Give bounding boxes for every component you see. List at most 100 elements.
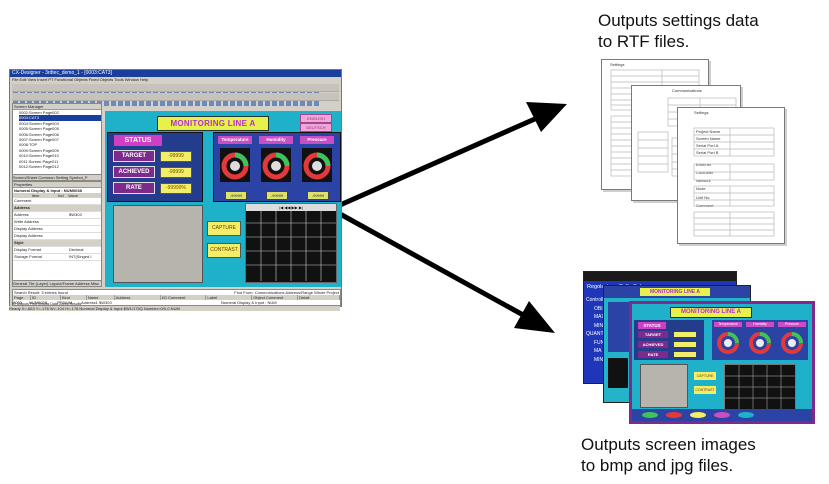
temperature-gauge-icon	[220, 148, 250, 182]
screen-list-item[interactable]: 0009:Screen Page009	[19, 147, 59, 153]
designer-toolbar-2[interactable]	[12, 93, 339, 106]
gauge-panel: Temperature Humidity Pressure	[213, 132, 341, 202]
search-header-cell[interactable]: Kind	[61, 295, 87, 300]
search-header-cell[interactable]: Name	[87, 295, 115, 300]
trend-graph-controls[interactable]: |◀ ◀◀ ▶▶ ▶|	[246, 204, 336, 211]
humidity-value[interactable]: -99999	[266, 191, 288, 200]
property-value[interactable]: $W303	[69, 212, 82, 217]
properties-tabs[interactable]: General Tile (Layer) Layout/Frame Addres…	[12, 280, 102, 287]
front-trend-grid	[725, 365, 795, 409]
pressure-value[interactable]: -99999	[307, 191, 329, 200]
search-header-cell[interactable]: I/O Comment	[161, 295, 207, 300]
deutsch-button[interactable]: DEUTSCH	[300, 123, 332, 132]
front-gauge-label-1: Temperature	[714, 322, 742, 327]
rate-value[interactable]: -99999%	[160, 183, 192, 194]
status-heading: STATUS	[114, 135, 162, 146]
property-row[interactable]: Style	[13, 240, 101, 247]
rtf-caption-line1: Outputs settings data	[598, 11, 759, 30]
screen-list-item[interactable]: 0006:Screen Page006	[19, 131, 59, 137]
left-panel-tabs[interactable]: Screen/Sheet Common Setting Symbol_P	[12, 174, 102, 181]
front-gauge-label-2: Humidity	[746, 322, 774, 327]
rtf-caption-line2: to RTF files.	[598, 32, 690, 51]
pressure-heading: Pressure	[300, 136, 334, 144]
screen-list-item[interactable]: 0008:TOP	[19, 142, 38, 148]
status-panel: STATUS TARGET -99999 ACHIEVED -99999 RAT…	[107, 132, 203, 202]
temperature-value[interactable]: -99999	[225, 191, 247, 200]
search-row-page: 0003	[13, 300, 22, 305]
screen-image-middle-grid	[608, 358, 628, 388]
bottom-tabs[interactable]: IO Outputs Find Results Data Check Resul…	[12, 302, 82, 306]
trend-grid	[246, 211, 336, 281]
arrow-to-rtf-head	[526, 102, 567, 132]
front-status-heading: STATUS	[638, 322, 666, 329]
front-gauge-panel: Temperature Humidity Pressure	[712, 320, 808, 360]
properties-header: Item Ind Value	[13, 193, 101, 198]
search-result-row[interactable]: 0003 NUM0038 PT/NUM Address1 $W303 Numer…	[13, 300, 340, 305]
screen-list-item[interactable]: 0004:Screen Page004	[19, 120, 59, 126]
screen-list-item[interactable]: 0002:Screen Page002	[19, 110, 59, 115]
property-row[interactable]: Comment	[13, 198, 101, 205]
rtf-label: Screen Name	[696, 136, 721, 141]
screen-canvas[interactable]: MONITORING LINE A ENGLISH DEUTSCH STATUS…	[105, 111, 341, 287]
target-value[interactable]: -99999	[160, 151, 192, 162]
search-header-cell[interactable]: Detail	[298, 295, 341, 300]
rtf-caption: Outputs settings data to RTF files.	[598, 10, 759, 52]
arrow-to-rtf	[328, 115, 540, 212]
achieved-value[interactable]: -99999	[160, 167, 192, 178]
screen-list-item[interactable]: 0011:Screen Page011	[19, 158, 59, 164]
side-label-8: MIN	[594, 356, 604, 363]
property-name: Address	[14, 205, 31, 210]
side-label-1: Controllo	[586, 297, 607, 303]
nav-oval-3-icon	[690, 412, 706, 418]
search-header-cell[interactable]: ID	[31, 295, 61, 300]
monitoring-title: MONITORING LINE A	[157, 116, 269, 131]
screen-list-item[interactable]: 0010:Screen Page010	[19, 153, 59, 159]
property-row[interactable]: Address $W303	[13, 212, 101, 219]
side-label-6: FUN	[594, 339, 605, 346]
grey-display-area	[113, 205, 203, 283]
image-caption-line1: Outputs screen images	[581, 435, 756, 454]
property-value[interactable]: Decimal	[69, 247, 84, 252]
property-row[interactable]: Address	[13, 205, 101, 212]
property-row[interactable]: Display Address	[13, 233, 101, 240]
contrast-button[interactable]: CONTRAST	[207, 243, 241, 258]
rtf-label: Controller	[696, 170, 714, 175]
search-header-cell[interactable]: Object Comment	[252, 295, 299, 300]
search-header-cell[interactable]: Address	[115, 295, 161, 300]
search-row-address: Address1 $W303	[81, 300, 112, 305]
side-label-7: MA	[594, 348, 602, 354]
property-name: Address	[14, 212, 29, 217]
designer-menu-bar[interactable]: File Edit View Insert PT Functional Obje…	[12, 77, 149, 82]
property-row[interactable]: Write Address	[13, 219, 101, 226]
front-title: MONITORING LINE A	[670, 307, 752, 318]
properties-header-value: Value	[68, 193, 78, 198]
screen-list-item[interactable]: 0003:CAT3	[19, 115, 101, 121]
property-value[interactable]: INT(Singed I	[69, 254, 92, 259]
rtf-label: Project Name	[696, 129, 721, 134]
front-capture-button: CAPTURE	[694, 372, 716, 380]
screen-list-item[interactable]: 0012:Screen Page012	[19, 164, 59, 170]
search-results-panel: Search Result: 3 entries found Find From…	[12, 289, 341, 306]
rtf-page-front-title: Settings	[694, 110, 709, 115]
rate-label: RATE	[113, 182, 155, 194]
property-name: Write Address	[14, 219, 39, 224]
rtf-label: Unit No.	[696, 194, 711, 200]
rtf-page-back-title: Settings	[610, 62, 625, 67]
designer-window: CX-Designer - 3rdtec_demo_1 - [0003:CAT3…	[9, 69, 342, 307]
temperature-heading: Temperature	[218, 136, 252, 144]
screen-list-item[interactable]: 0007:Screen Page007	[19, 137, 59, 143]
english-button[interactable]: ENGLISH	[300, 114, 332, 123]
search-header-cell[interactable]: Page	[13, 295, 31, 300]
designer-toolbar-1[interactable]	[12, 84, 339, 97]
nav-oval-4-icon	[714, 412, 730, 418]
properties-header-ind: Ind	[58, 193, 64, 198]
rtf-label: Network	[696, 178, 711, 184]
capture-button[interactable]: CAPTURE	[207, 221, 241, 236]
property-row[interactable]: Display Address	[13, 226, 101, 233]
front-value-3	[674, 352, 696, 357]
screen-list-item[interactable]: 0005:Screen Page005	[19, 126, 59, 132]
search-header-cell[interactable]: Label	[206, 295, 253, 300]
